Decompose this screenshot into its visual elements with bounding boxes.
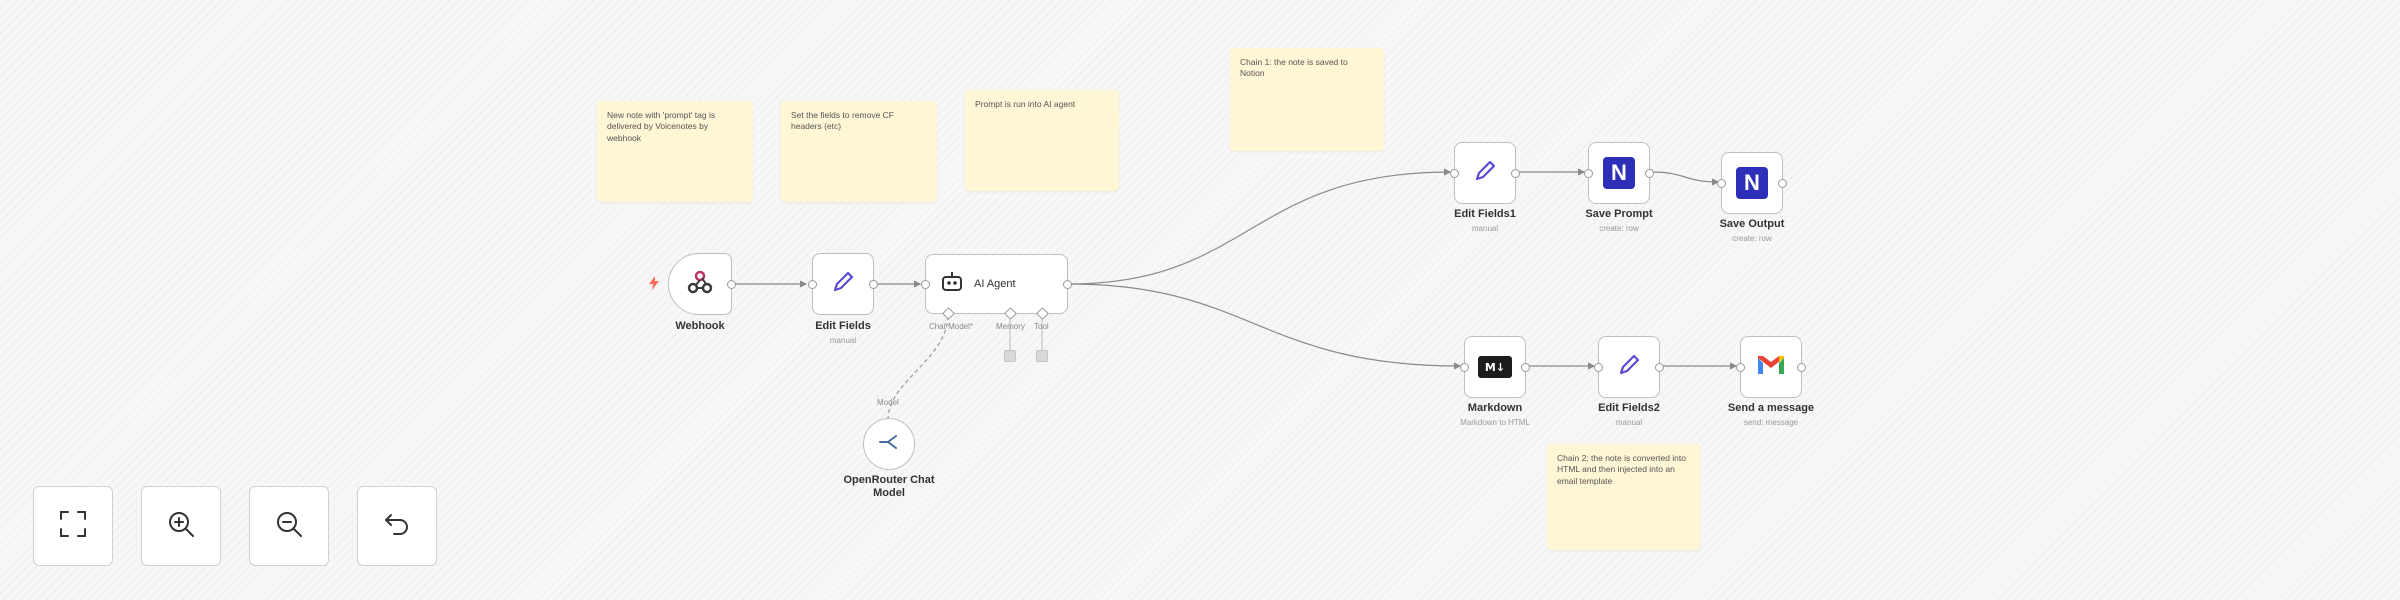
edit-fields1-input-port[interactable] xyxy=(1450,169,1459,178)
edit-fields-label: Edit Fields xyxy=(815,320,871,332)
sticky-note-chain2[interactable]: Chain 2: the note is converted into HTML… xyxy=(1547,444,1700,550)
edit-fields1-sub: manual xyxy=(1471,224,1499,233)
edit-fields-output-port[interactable] xyxy=(869,280,878,289)
gmail-icon xyxy=(1756,354,1786,381)
sticky-note-webhook[interactable]: New note with 'prompt' tag is delivered … xyxy=(597,101,753,202)
zoom-in-icon xyxy=(166,509,196,544)
send-message-node[interactable] xyxy=(1736,336,1806,398)
edit-fields-input-port[interactable] xyxy=(808,280,817,289)
reset-zoom-button[interactable] xyxy=(357,486,437,566)
openrouter-node[interactable] xyxy=(863,418,915,470)
notion-icon: N xyxy=(1736,167,1768,199)
send-message-output-port[interactable] xyxy=(1797,363,1806,372)
save-output-input-port[interactable] xyxy=(1717,179,1726,188)
edit-fields1-node[interactable] xyxy=(1450,142,1520,204)
openrouter-icon xyxy=(878,434,900,455)
edit-fields-sub: manual xyxy=(829,336,857,345)
add-tool-button[interactable] xyxy=(1036,350,1048,362)
webhook-output-port[interactable] xyxy=(727,280,736,289)
notion-icon: N xyxy=(1603,157,1635,189)
send-message-label: Send a message xyxy=(1727,402,1815,414)
lightning-icon xyxy=(648,276,660,290)
openrouter-label: OpenRouter Chat Model xyxy=(843,474,935,499)
edit-fields2-input-port[interactable] xyxy=(1594,363,1603,372)
ai-agent-input-port[interactable] xyxy=(921,280,930,289)
markdown-icon: M↓ xyxy=(1478,356,1512,378)
edit-fields2-sub: manual xyxy=(1615,418,1643,427)
ai-agent-title: AI Agent xyxy=(974,278,1016,290)
save-prompt-node[interactable]: N xyxy=(1584,142,1654,204)
markdown-node[interactable]: M↓ xyxy=(1460,336,1530,398)
save-prompt-output-port[interactable] xyxy=(1645,169,1654,178)
zoom-out-button[interactable] xyxy=(249,486,329,566)
openrouter-model-label: Model xyxy=(877,398,899,407)
zoom-in-button[interactable] xyxy=(141,486,221,566)
edge-agent-editfields1 xyxy=(1068,168,1452,285)
save-prompt-input-port[interactable] xyxy=(1584,169,1593,178)
ai-agent-tool-label: Tool xyxy=(1034,322,1049,331)
edit-fields1-output-port[interactable] xyxy=(1511,169,1520,178)
edit-fields-node[interactable] xyxy=(808,253,878,315)
fit-to-view-button[interactable] xyxy=(33,486,113,566)
pencil-icon xyxy=(1615,351,1643,384)
webhook-label: Webhook xyxy=(675,320,725,332)
save-output-sub: create: row xyxy=(1732,234,1772,243)
ai-agent-node[interactable]: AI Agent xyxy=(921,254,1072,320)
markdown-output-port[interactable] xyxy=(1521,363,1530,372)
sticky-note-fields[interactable]: Set the fields to remove CF headers (etc… xyxy=(781,101,937,202)
ai-agent-memory-label: Memory xyxy=(996,322,1025,331)
zoom-out-icon xyxy=(274,509,304,544)
edge-saveprompt-saveoutput xyxy=(1651,171,1720,186)
markdown-input-port[interactable] xyxy=(1460,363,1469,372)
robot-icon xyxy=(940,271,964,298)
save-output-label: Save Output xyxy=(1719,218,1785,230)
ai-agent-output-port[interactable] xyxy=(1063,280,1072,289)
send-message-input-port[interactable] xyxy=(1736,363,1745,372)
save-prompt-label: Save Prompt xyxy=(1585,208,1653,220)
edge-agent-markdown xyxy=(1068,283,1462,370)
ai-agent-chat-model-label: Chat Model* xyxy=(929,322,974,331)
webhook-node[interactable] xyxy=(668,253,736,315)
undo-icon xyxy=(382,509,412,544)
pencil-icon xyxy=(829,268,857,301)
save-output-node[interactable]: N xyxy=(1717,152,1787,214)
pencil-icon xyxy=(1471,157,1499,190)
markdown-label: Markdown xyxy=(1467,402,1523,414)
webhook-icon xyxy=(687,269,713,300)
sticky-note-chain1[interactable]: Chain 1: the note is saved to Notion xyxy=(1230,48,1384,151)
save-prompt-sub: create: row xyxy=(1599,224,1639,233)
edit-fields2-label: Edit Fields2 xyxy=(1598,402,1660,414)
fit-view-icon xyxy=(58,509,88,544)
save-output-output-port[interactable] xyxy=(1778,179,1787,188)
sticky-note-agent[interactable]: Prompt is run into AI agent xyxy=(965,90,1119,191)
add-memory-button[interactable] xyxy=(1004,350,1016,362)
edit-fields2-output-port[interactable] xyxy=(1655,363,1664,372)
send-message-sub: send: message xyxy=(1743,418,1799,427)
edit-fields1-label: Edit Fields1 xyxy=(1454,208,1516,220)
edit-fields2-node[interactable] xyxy=(1594,336,1664,398)
markdown-sub: Markdown to HTML xyxy=(1460,418,1530,427)
